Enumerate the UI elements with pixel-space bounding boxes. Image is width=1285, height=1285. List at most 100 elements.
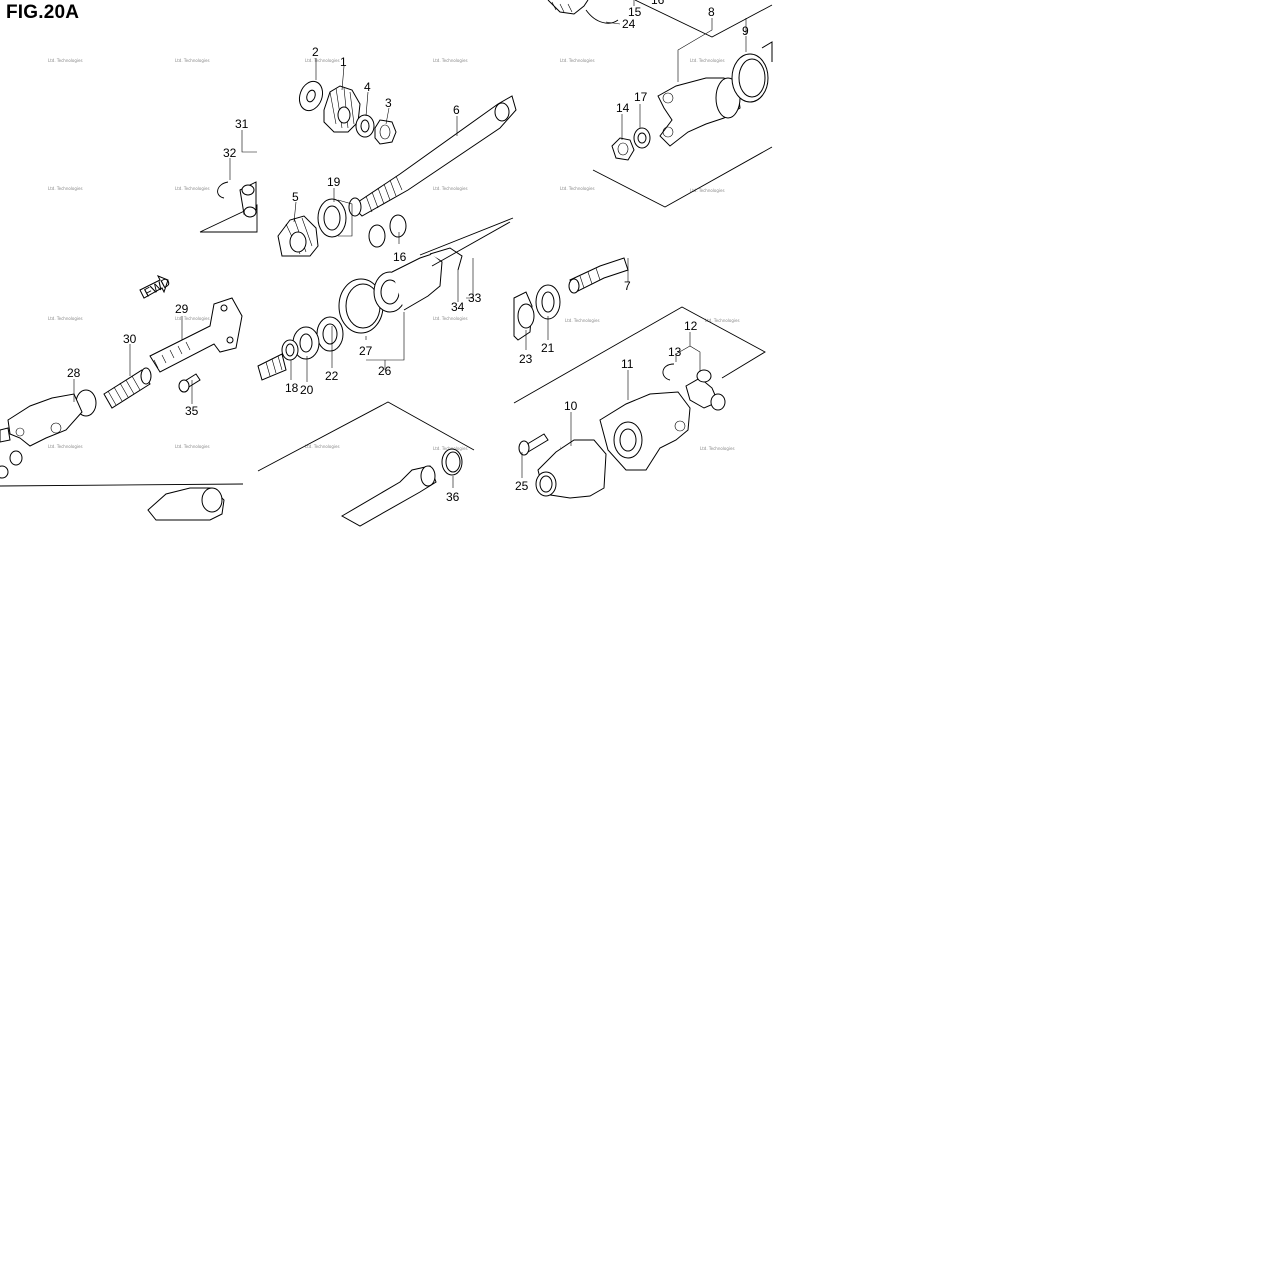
watermark: Ltd. Technologies: [565, 318, 600, 323]
pinion-gear-1: [323, 85, 361, 133]
callout-16a: 16: [651, 0, 665, 7]
washer-17: [633, 127, 651, 149]
shaft-7: [568, 257, 629, 294]
snap-rings-16: [368, 214, 407, 248]
callout-12: 12: [684, 319, 698, 333]
flange-10: [535, 439, 607, 499]
spider-joint-left: [0, 427, 23, 479]
callout-19: 19: [327, 175, 341, 189]
watermark: Ltd. Technologies: [305, 58, 340, 63]
watermark: Ltd. Technologies: [305, 444, 340, 449]
seal-27: [338, 278, 384, 334]
callout-28: 28: [67, 366, 81, 380]
callout-13: 13: [668, 345, 682, 359]
snap-ring-36: [441, 448, 463, 476]
flange-yoke-11: [599, 391, 691, 471]
leader-lines: [73, 0, 747, 488]
callout-18: 18: [285, 381, 299, 395]
flange-shaft-29: [149, 297, 243, 373]
bearing-23: [513, 291, 535, 341]
watermark: Ltd. Technologies: [433, 186, 468, 191]
group-outline-lower-right: [513, 306, 766, 404]
spider-12: [685, 369, 726, 411]
bearing-22: [316, 316, 344, 352]
callout-3: 3: [385, 96, 392, 110]
shaft-bottom: [340, 465, 437, 527]
callout-30: 30: [123, 332, 137, 346]
group-outline-top-right: [592, 146, 773, 208]
watermark: Ltd. Technologies: [175, 316, 210, 321]
callout-14: 14: [616, 101, 630, 115]
callout-20: 20: [300, 383, 314, 397]
callout-9: 9: [742, 24, 749, 38]
boot-30: [103, 367, 152, 409]
gear-top-right: [547, 0, 589, 15]
group-outline-center: [419, 217, 514, 256]
watermark: Ltd. Technologies: [48, 58, 83, 63]
callout-16b: 16: [393, 250, 407, 264]
group-outline-top-right-upper: [634, 0, 773, 38]
callout-25: 25: [515, 479, 529, 493]
clip-32: [217, 181, 229, 199]
group-outline-mid-left: [199, 204, 258, 233]
watermark: Ltd. Technologies: [175, 58, 210, 63]
yoke-bottom-left: [147, 487, 225, 521]
callout-34: 34: [451, 300, 465, 314]
yoke-26: [373, 221, 511, 313]
callout-8: 8: [708, 5, 715, 19]
spline-shaft-end: [257, 353, 287, 381]
callout-4: 4: [364, 80, 371, 94]
watermark: Ltd. Technologies: [48, 316, 83, 321]
callout-10: 10: [564, 399, 578, 413]
bolt-25: [518, 433, 549, 456]
figure-title: FIG.20A: [6, 2, 80, 23]
yoke-8: [657, 77, 741, 147]
callout-17: 17: [634, 90, 648, 104]
watermark: Ltd. Technologies: [48, 186, 83, 191]
callout-35: 35: [185, 404, 199, 418]
callout-31: 31: [235, 117, 249, 131]
watermark: Ltd. Technologies: [433, 446, 468, 451]
nut-3: [374, 119, 397, 145]
callout-36: 36: [446, 490, 460, 504]
fwd-arrow: FWD: [139, 275, 173, 300]
callout-7: 7: [624, 279, 631, 293]
watermark: Ltd. Technologies: [700, 446, 735, 451]
watermark: Ltd. Technologies: [690, 58, 725, 63]
callout-32: 32: [223, 146, 237, 160]
callout-29: 29: [175, 302, 189, 316]
clip-13: [662, 363, 675, 381]
callout-5: 5: [292, 190, 299, 204]
watermark: Ltd. Technologies: [690, 188, 725, 193]
callout-22: 22: [325, 369, 339, 383]
watermark: Ltd. Technologies: [560, 58, 595, 63]
washer-18: [281, 339, 299, 361]
group-outlines: [0, 0, 773, 487]
fwd-label: FWD: [142, 275, 173, 300]
callout-21: 21: [541, 341, 555, 355]
watermark: Ltd. Technologies: [560, 186, 595, 191]
watermark: Ltd. Technologies: [48, 444, 83, 449]
callout-27: 27: [359, 344, 373, 358]
callout-33: 33: [468, 291, 482, 305]
callout-2: 2: [312, 45, 319, 59]
group-outline-bottom-center: [257, 401, 475, 472]
callout-24: 24: [622, 17, 636, 31]
yoke-28: [7, 393, 83, 447]
callout-labels: 1 2 3 4 5 6 7 8 9 10 11 12 13 14 15 16 1…: [67, 0, 749, 504]
callout-1: 1: [340, 55, 347, 69]
watermark: Ltd. Technologies: [705, 318, 740, 323]
bearing-20: [292, 326, 320, 360]
shaft-6: [348, 95, 517, 217]
callout-6: 6: [453, 103, 460, 117]
bolt-35: [178, 373, 201, 393]
callout-26: 26: [378, 364, 392, 378]
callout-11: 11: [621, 357, 634, 371]
watermark: Ltd. Technologies: [433, 316, 468, 321]
spider-31: [239, 181, 257, 218]
watermark: Ltd. Technologies: [433, 58, 468, 63]
seal-9: [731, 41, 773, 103]
callout-15: 15: [628, 5, 642, 19]
callout-23: 23: [519, 352, 533, 366]
